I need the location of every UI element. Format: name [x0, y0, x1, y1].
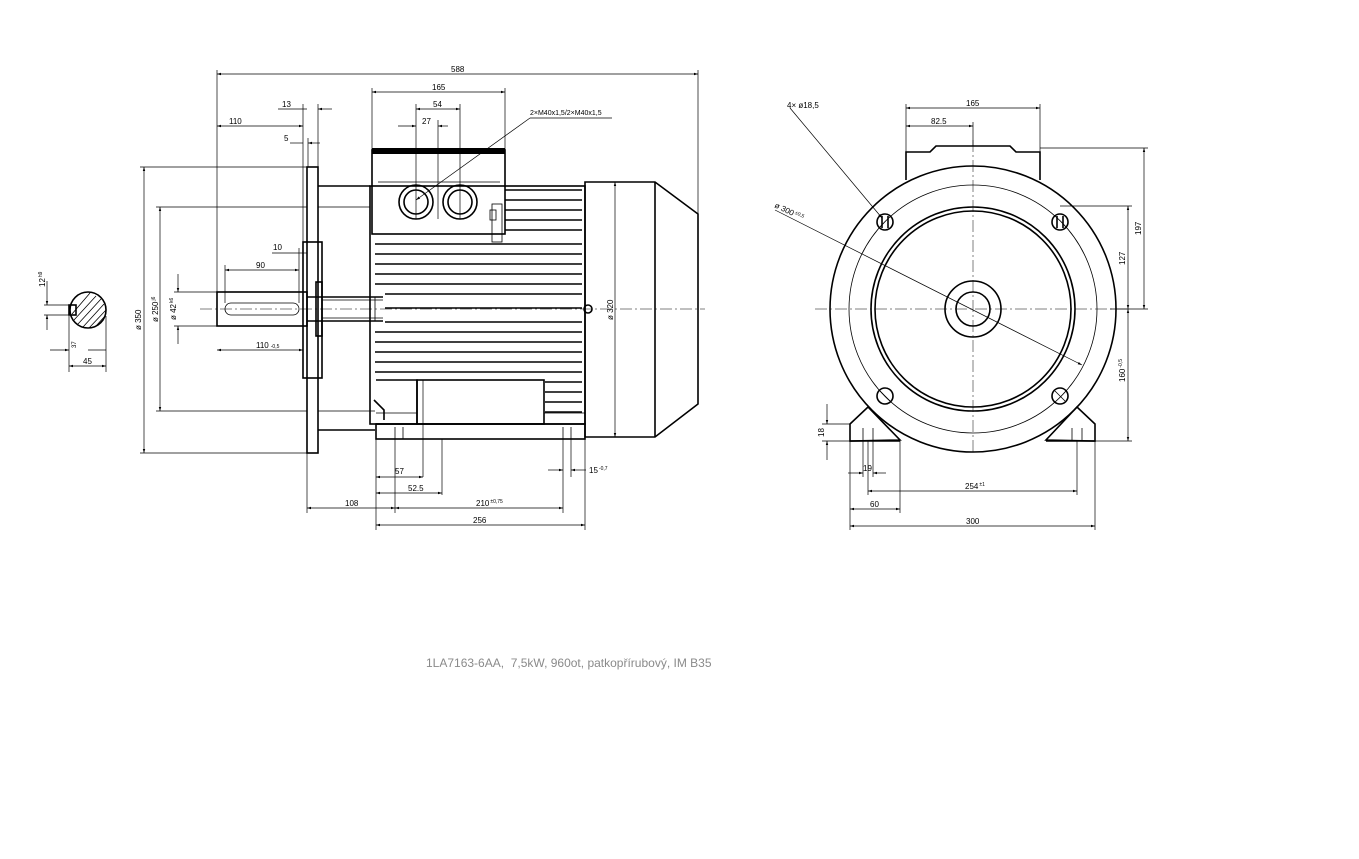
spigot-inner-circle [874, 210, 1072, 408]
dim-foot-57: 57 [395, 467, 404, 476]
dim-foot-15: 15-0,7 [589, 466, 608, 475]
dim-key-offset-10: 10 [273, 243, 282, 252]
shaft-section-hatch [71, 292, 107, 329]
dim-shaft-110-top: 110 [229, 117, 242, 126]
dim-foot-256: 256 [473, 516, 487, 525]
bolt-hole-top-right [1051, 213, 1069, 231]
dim-flange-13: 13 [282, 100, 291, 109]
dim-gland-54: 54 [433, 100, 442, 109]
dim-shaft-dia-42: ø 42k6 [169, 297, 178, 320]
stator-frame [369, 185, 586, 425]
flange [306, 166, 319, 454]
dim-foot-210: 210±0,75 [476, 499, 503, 508]
dim-flange-dia-350: ø 350 [134, 309, 143, 330]
shaft-end-circle [955, 291, 991, 327]
key-rect [68, 304, 77, 316]
dim-end-60: 60 [870, 500, 879, 509]
spigot-outer-circle [870, 206, 1076, 412]
motor-side-view: 588 165 54 27 2×M40x1,5/2×M40x1,5 13 110… [134, 65, 705, 530]
fan-cover [584, 181, 699, 438]
dim-shaft-110-bottom: 110-0,5 [256, 341, 280, 350]
dim-end-18: 18 [817, 428, 826, 437]
shaft-boss-circle [944, 280, 1002, 338]
dim-key-12: 12h9 [38, 271, 47, 287]
dim-end-160: 160-0,5 [1118, 359, 1127, 382]
drawing-caption: 1LA7163-6AA, 7,5kW, 960ot, patkopřírubov… [426, 656, 712, 670]
dim-key-45: 45 [83, 357, 92, 366]
terminal-box [371, 149, 506, 235]
dim-terminal-165: 165 [432, 83, 446, 92]
shaft-keyway [224, 302, 300, 316]
flange-spigot [302, 241, 323, 379]
motor-end-view: 4× ø18,5 ø 300±0,5 165 82.5 197 127 160-… [773, 99, 1148, 530]
label-holes-4x18-5: 4× ø18,5 [787, 101, 819, 110]
right-foot [1044, 405, 1096, 442]
dim-foot-108: 108 [345, 499, 359, 508]
dim-foot-52-5: 52.5 [408, 484, 424, 493]
dim-key-90: 90 [256, 261, 265, 270]
dim-end-300: 300 [966, 517, 980, 526]
dim-end-165: 165 [966, 99, 980, 108]
dim-gland-27: 27 [422, 117, 431, 126]
dim-end-197: 197 [1134, 221, 1143, 235]
dim-key-37: 37 [72, 341, 78, 348]
dim-overall-588: 588 [451, 65, 465, 74]
bolt-hole-bottom-right [1051, 387, 1069, 405]
dim-end-82-5: 82.5 [931, 117, 947, 126]
bolt-hole-bottom-left [876, 387, 894, 405]
motor-foot [375, 423, 586, 440]
terminal-box-lid [372, 148, 505, 154]
dim-spigot-5: 5 [284, 134, 289, 143]
dim-end-19: 19 [863, 464, 872, 473]
flange-pitch-circle [848, 184, 1098, 434]
dim-motor-dia-320: ø 320 [606, 299, 615, 320]
dim-spigot-dia-250: ø 250j6 [151, 296, 160, 322]
dim-end-127: 127 [1118, 251, 1127, 265]
dim-end-254: 254±1 [965, 482, 985, 491]
label-cable-glands: 2×M40x1,5/2×M40x1,5 [530, 110, 602, 117]
shaft-key-section: 12h9 37 45 [38, 271, 107, 372]
cooling-fins [375, 189, 582, 413]
